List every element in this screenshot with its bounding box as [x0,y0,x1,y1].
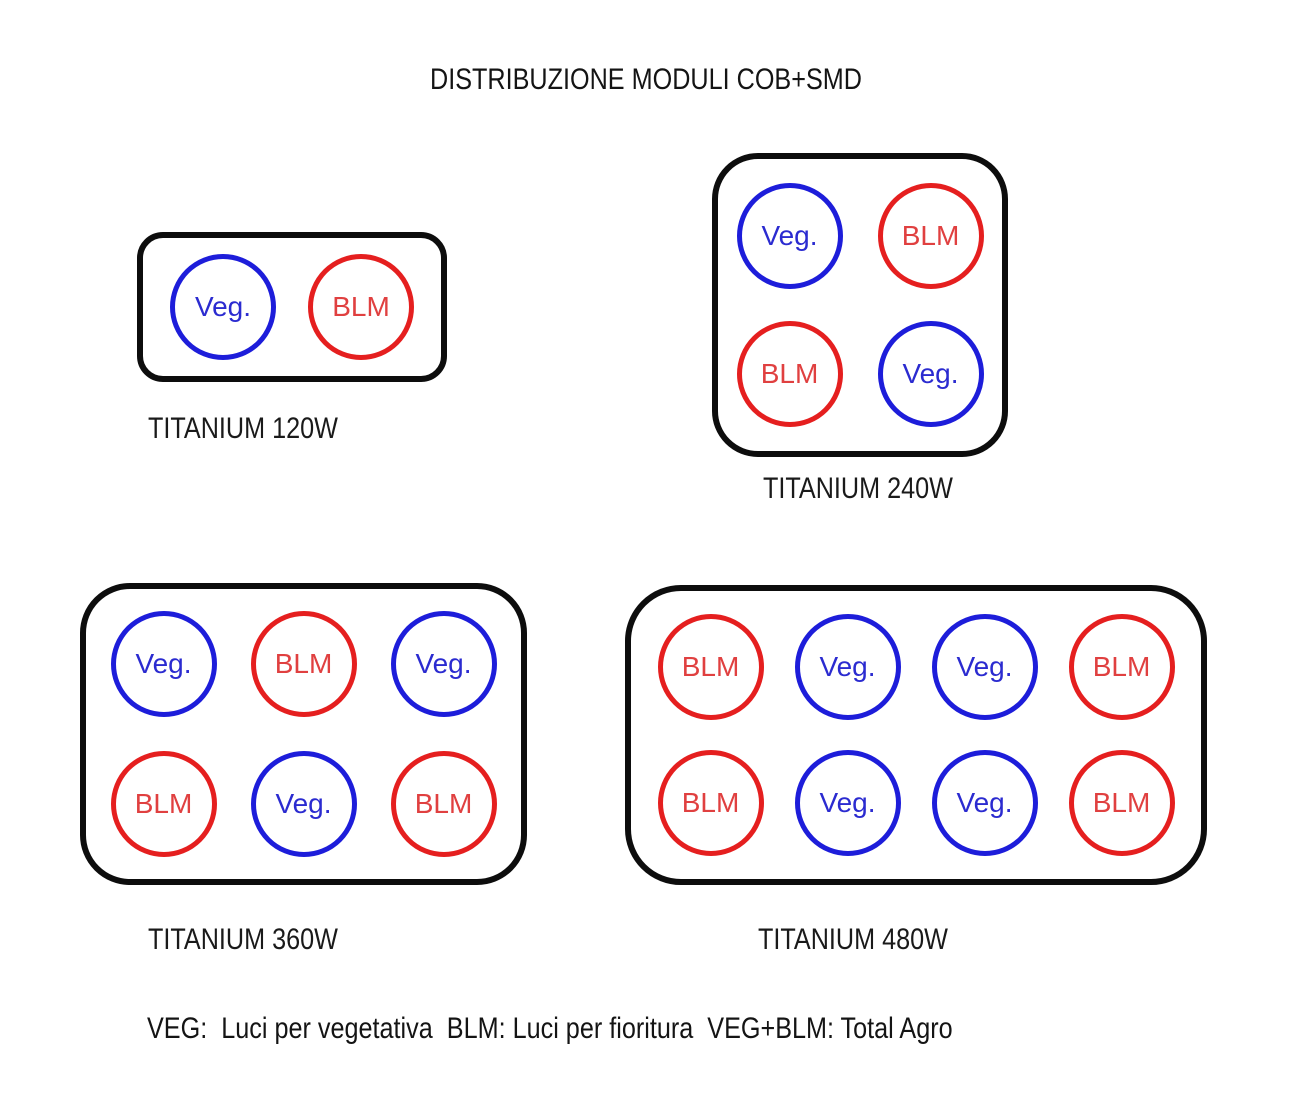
panel-titanium-240w: Veg. BLM BLM Veg. [712,153,1008,457]
module-circle-blm: BLM [877,183,984,289]
module-circle-blm: BLM [250,611,357,717]
legend-text: VEG: Luci per vegetativa BLM: Luci per f… [147,1012,953,1045]
diagram-title: DISTRIBUZIONE MODULI COB+SMD [430,63,862,96]
panel-label-titanium-120w: TITANIUM 120W [148,412,338,445]
module-circle-blm: BLM [308,254,414,360]
module-circle-veg: Veg. [170,254,276,360]
module-circle-veg: Veg. [390,611,497,717]
module-circle-veg: Veg. [931,750,1038,856]
panel-titanium-120w: Veg. BLM [137,232,447,382]
module-circle-veg: Veg. [250,751,357,857]
module-circle-veg: Veg. [794,614,901,720]
module-circle-blm: BLM [390,751,497,857]
module-circle-veg: Veg. [736,183,843,289]
module-circle-veg: Veg. [877,321,984,427]
module-circle-veg: Veg. [931,614,1038,720]
module-circle-veg: Veg. [110,611,217,717]
panel-titanium-360w: Veg. BLM Veg. BLM Veg. BLM [80,583,527,885]
module-circle-blm: BLM [1068,614,1175,720]
panel-label-titanium-240w: TITANIUM 240W [763,472,953,505]
module-circle-blm: BLM [736,321,843,427]
module-circle-blm: BLM [110,751,217,857]
panel-titanium-480w: BLM Veg. Veg. BLM BLM Veg. Veg. BLM [625,585,1207,885]
module-circle-blm: BLM [657,750,764,856]
panel-label-titanium-360w: TITANIUM 360W [148,923,338,956]
panel-label-titanium-480w: TITANIUM 480W [758,923,948,956]
module-circle-veg: Veg. [794,750,901,856]
module-circle-blm: BLM [1068,750,1175,856]
module-circle-blm: BLM [657,614,764,720]
